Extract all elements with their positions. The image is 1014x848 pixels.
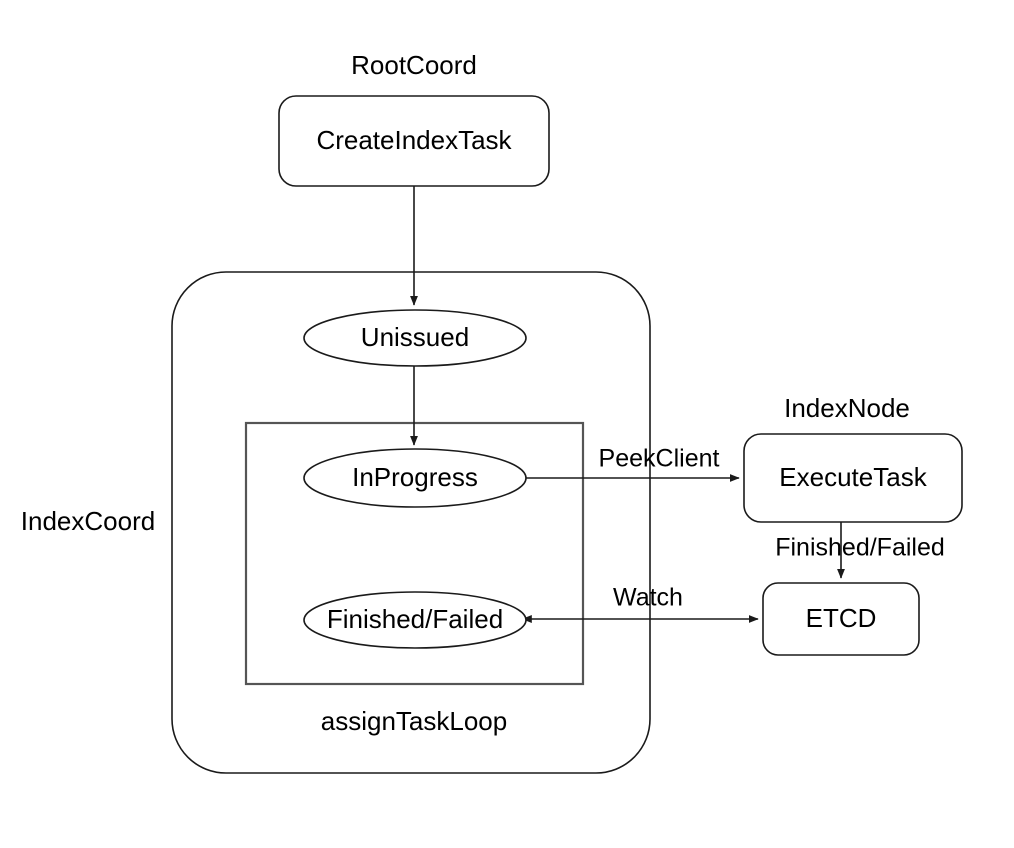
edge-label-watch: Watch	[613, 584, 683, 612]
group-label-rootcoord: RootCoord	[351, 50, 477, 80]
node-inprogress[interactable]: InProgress	[303, 448, 527, 508]
node-inprogress-label: InProgress	[352, 462, 478, 492]
group-label-indexcoord: IndexCoord	[21, 506, 155, 536]
node-finished-failed-state-shape[interactable]	[303, 591, 527, 649]
node-etcd[interactable]: ETCD	[762, 582, 920, 656]
node-unissued-label: Unissued	[361, 322, 469, 352]
edge-label-finished-failed: Finished/Failed	[775, 534, 945, 562]
group-label-indexnode: IndexNode	[784, 393, 910, 423]
group-label-assigntaskloop: assignTaskLoop	[321, 706, 507, 736]
node-finished-failed-state-label: Finished/Failed	[327, 604, 503, 634]
node-unissued-shape[interactable]	[303, 309, 527, 367]
node-unissued[interactable]: Unissued	[303, 309, 527, 367]
edge-label-peekclient: PeekClient	[599, 445, 720, 473]
node-execute-task-label: ExecuteTask	[779, 462, 927, 492]
node-create-index-task-shape[interactable]	[278, 95, 550, 187]
node-finished-failed-state[interactable]: Finished/Failed	[303, 591, 527, 649]
node-execute-task[interactable]: ExecuteTask	[743, 433, 963, 523]
node-create-index-task-label: CreateIndexTask	[316, 125, 512, 155]
node-inprogress-shape[interactable]	[303, 448, 527, 508]
node-create-index-task[interactable]: CreateIndexTask	[278, 95, 550, 187]
group-indexcoord-container	[171, 271, 651, 774]
node-etcd-label: ETCD	[806, 603, 877, 633]
node-etcd-shape[interactable]	[762, 582, 920, 656]
node-execute-task-shape[interactable]	[743, 433, 963, 523]
